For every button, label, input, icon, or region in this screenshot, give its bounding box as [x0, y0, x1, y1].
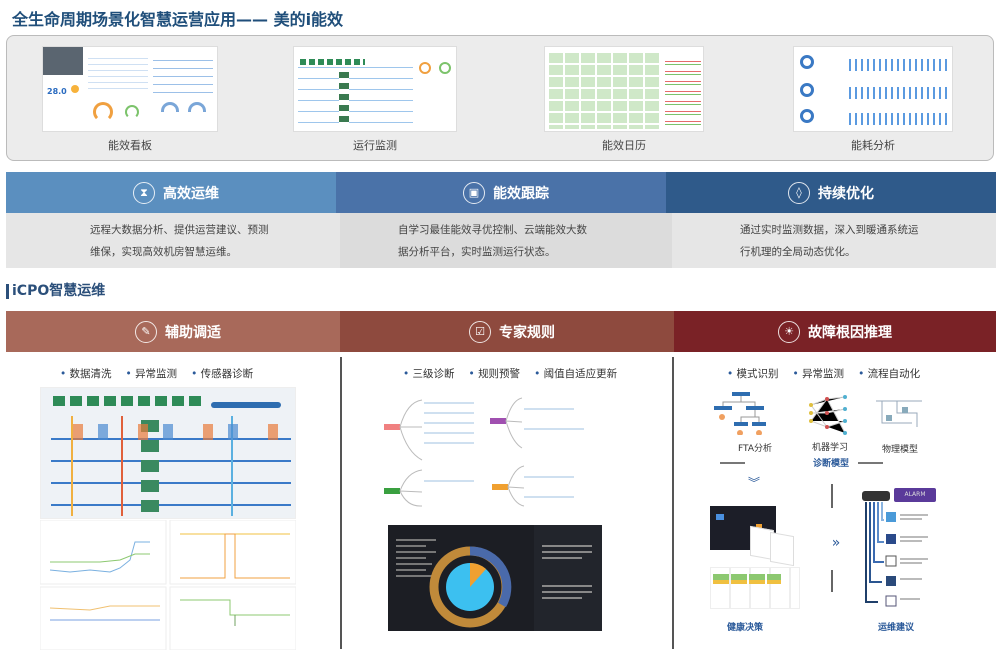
- feature-title: 持续优化: [818, 185, 874, 202]
- thumbnail-label: 能效看板: [108, 139, 152, 152]
- bullet: 阈值自适应更新: [534, 366, 618, 381]
- checklist-icon: ☑: [469, 321, 491, 343]
- feature-desc: 自学习最佳能效寻优控制、云端能效大数据分析平台，实时监测运行状态。: [340, 213, 672, 268]
- feature-header-tracking: ▣ 能效跟踪: [336, 172, 676, 213]
- module-title: 专家规则: [499, 324, 555, 341]
- desc-line: 通过实时监测数据，深入到暖通系统运: [740, 224, 919, 236]
- fta-tree-diagram: [714, 392, 766, 435]
- chevron-right-icon: »: [831, 535, 841, 551]
- chiller-icon: [862, 491, 890, 501]
- bullet-list: 数据清洗异常监测传感器诊断: [60, 366, 254, 381]
- diagnosis-models-label: 诊断模型: [812, 459, 849, 469]
- feature-title: 能效跟踪: [493, 185, 549, 202]
- series-line: [50, 553, 150, 563]
- divider: [858, 462, 883, 464]
- maintenance-advice-label: 运维建议: [877, 623, 914, 633]
- chart-panel: [40, 586, 167, 650]
- sensor-charts: [40, 520, 296, 650]
- plant-system-diagram: [40, 387, 296, 519]
- tracking-icon: ▣: [463, 182, 485, 204]
- module-header-expert-rules: ☑ 专家规则: [340, 311, 684, 352]
- health-trend-panels: [710, 567, 800, 609]
- ml-label: 机器学习: [811, 443, 848, 453]
- bullet: 规则预警: [469, 366, 520, 381]
- mindmap-node: [492, 484, 508, 490]
- bullet: 数据清洗: [60, 366, 112, 381]
- divider: [831, 484, 833, 508]
- health-decision-label: 健康决策: [726, 623, 763, 633]
- series-line: [180, 533, 290, 579]
- feature-header-efficient-ops: ⧗ 高效运维: [6, 172, 346, 213]
- neural-network-diagram: [809, 395, 847, 435]
- chart-panel: [40, 520, 167, 585]
- mindmap-node: [490, 418, 506, 424]
- thumbnail-calendar: [544, 46, 704, 132]
- app-screens-panel: 28.0 能效看板 运行监测 能效日历 能耗分析: [6, 35, 994, 161]
- divider: [672, 357, 674, 649]
- module-header-assisted-tuning: ✎ 辅助调适: [6, 311, 350, 352]
- advice-icon: [886, 512, 896, 522]
- desc-line: 行机理的全局动态优化。: [740, 246, 856, 258]
- donut-segment: [469, 546, 512, 608]
- bullet: 异常监测: [126, 366, 177, 381]
- divider: [340, 357, 342, 649]
- physical-model-label: 物理模型: [881, 445, 918, 455]
- physical-model-diagram: [876, 400, 922, 427]
- bullet: 流程自动化: [858, 366, 921, 381]
- diagnosis-donut-chart: [388, 525, 602, 631]
- series-line: [49, 541, 150, 573]
- bullet: 模式识别: [727, 366, 779, 381]
- thumbnail-label: 能耗分析: [851, 139, 895, 152]
- chevron-down-icon: ︾: [747, 476, 760, 490]
- fta-label: FTA分析: [738, 444, 772, 454]
- hourglass-icon: ⧗: [133, 182, 155, 204]
- bullet: 三级诊断: [403, 366, 455, 381]
- divider: [831, 570, 833, 592]
- module-title: 辅助调适: [165, 324, 221, 341]
- desc-line: 自学习最佳能效寻优控制、云端能效大数: [398, 224, 587, 236]
- page-title: 全生命周期场景化智慧运营应用—— 美的i能效: [12, 10, 344, 29]
- thumbnail-dashboard: 28.0: [42, 46, 218, 132]
- report-card: [770, 531, 794, 567]
- desc-line: 远程大数据分析、提供运营建议、预测: [90, 224, 269, 236]
- advice-icon: [885, 555, 897, 567]
- mindmap-node: [384, 488, 400, 494]
- bullet: 异常监测: [793, 366, 844, 381]
- bullet-list: 三级诊断规则预警阈值自适应更新: [403, 366, 618, 381]
- feature-desc: 通过实时监测数据，深入到暖通系统运行机理的全局动态优化。: [672, 213, 996, 268]
- feature-desc: 远程大数据分析、提供运营建议、预测维保，实现高效机房智慧运维。: [6, 213, 340, 268]
- section-title: iCPO智慧运维: [6, 284, 105, 299]
- bullet: 传感器诊断: [191, 366, 254, 381]
- tuning-icon: ✎: [135, 321, 157, 343]
- module-title: 故障根因推理: [808, 324, 892, 341]
- mindmap-node: [384, 424, 400, 430]
- feature-header-optimization: ◊ 持续优化: [666, 172, 996, 213]
- thumbnail-label: 运行监测: [353, 139, 397, 152]
- advice-icon: [886, 534, 896, 544]
- thumbnail-label: 能效日历: [602, 139, 646, 152]
- module-header-root-cause: ☀ 故障根因推理: [674, 311, 996, 352]
- series-line: [180, 599, 290, 616]
- advice-icon: [886, 576, 896, 586]
- thumbnail-monitoring: [293, 46, 457, 132]
- bullet-list: 模式识别异常监测流程自动化: [727, 366, 921, 381]
- drop-icon: ◊: [788, 181, 810, 204]
- desc-line: 据分析平台，实时监测运行状态。: [398, 246, 556, 258]
- thumbnail-analysis: [793, 46, 953, 132]
- feature-title: 高效运维: [163, 185, 219, 202]
- series-line: [49, 605, 160, 611]
- advice-icon: [885, 595, 897, 607]
- pie-slice: [470, 562, 486, 587]
- desc-line: 维保，实现高效机房智慧运维。: [90, 246, 237, 258]
- maintenance-flow: [865, 502, 928, 607]
- lightbulb-icon: ☀: [778, 320, 800, 343]
- expert-rule-mindmap: [384, 397, 584, 507]
- alarm-badge: ALARM: [894, 488, 936, 502]
- chart-panel: [169, 586, 296, 650]
- divider: [720, 462, 745, 464]
- chart-panel: [169, 520, 296, 585]
